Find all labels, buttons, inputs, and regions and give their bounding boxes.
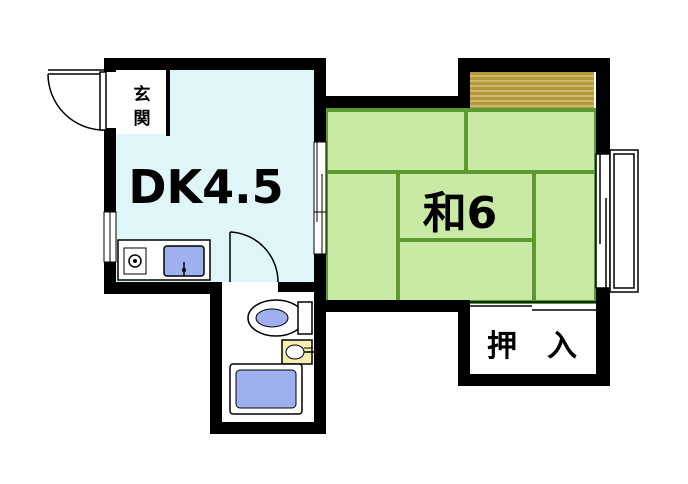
bathroom-door <box>229 231 279 283</box>
entrance-floor <box>116 68 168 134</box>
entrance-label-line1: 玄 <box>134 84 151 105</box>
tatami-mat <box>324 108 468 174</box>
dk-window <box>103 211 117 263</box>
tatami-mat <box>396 238 536 304</box>
tatami-mat <box>396 170 536 242</box>
tatami-mat <box>464 108 598 174</box>
closet-sliding-doors <box>470 301 596 311</box>
closet-label: 押 入 <box>487 329 577 364</box>
tatami-mat <box>324 170 400 304</box>
closet-floor <box>468 312 596 376</box>
dk-label: DK4.5 <box>128 160 283 214</box>
tatami-mat <box>532 170 598 304</box>
bathtub-icon <box>229 363 303 415</box>
entrance-label-line2: 関 <box>134 109 151 129</box>
balcony-window <box>595 149 639 293</box>
entrance-door <box>47 69 107 131</box>
stove-icon <box>123 247 147 275</box>
sliding-door-dk-tatami <box>313 141 327 255</box>
walls <box>104 58 610 434</box>
sink-icon <box>163 245 205 277</box>
toilet-icon <box>247 299 313 337</box>
washitsu-label: 和6 <box>423 188 498 239</box>
alcove-shelf <box>470 72 594 108</box>
washbasin-icon <box>281 339 314 365</box>
kitchen-counter <box>117 239 211 281</box>
